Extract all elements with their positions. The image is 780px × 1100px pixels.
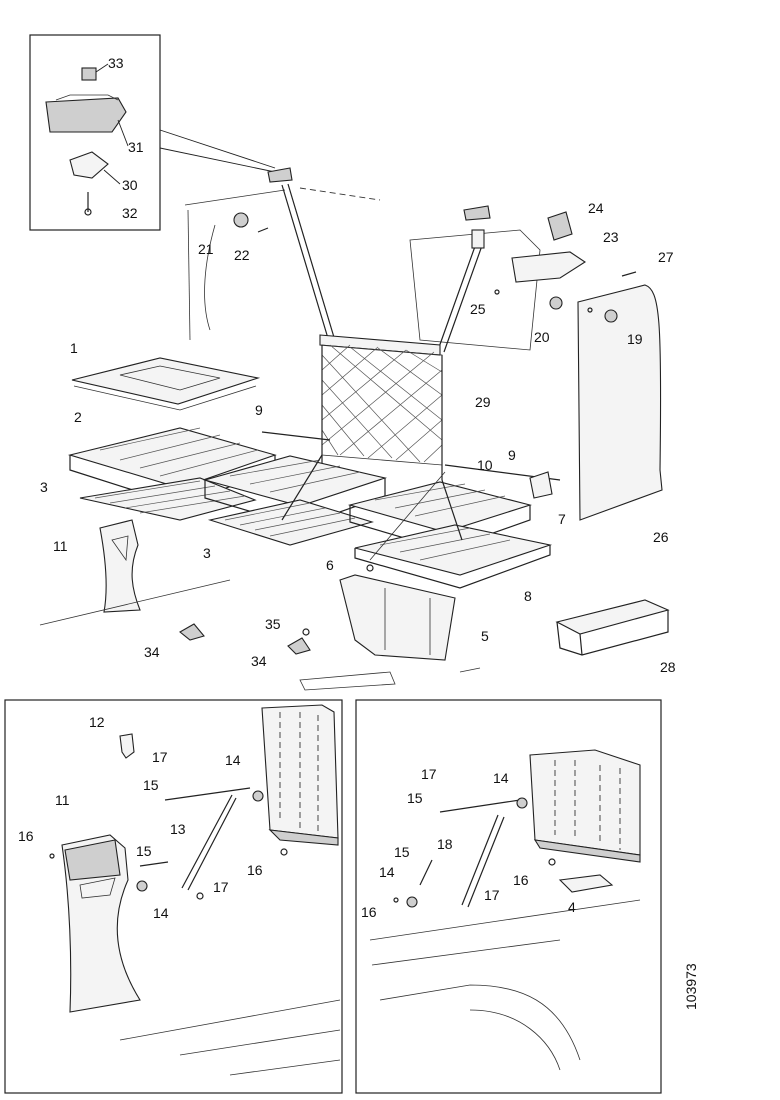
callout-right-detail-17a: 17	[421, 766, 437, 782]
side-panel-part-26	[577, 284, 663, 521]
callout-main-2: 2	[74, 409, 82, 425]
callout-main-9b: 9	[508, 447, 516, 463]
callout-left-detail-17a: 17	[152, 749, 168, 765]
callout-main-1: 1	[70, 340, 78, 356]
tray-part-8	[354, 524, 553, 589]
callout-main-31: 31	[128, 139, 144, 155]
inset-mount-detail	[29, 34, 276, 231]
cabinet-part-5	[339, 574, 456, 661]
callout-left-detail-12: 12	[89, 714, 105, 730]
reference-number: 103973	[683, 963, 699, 1010]
callout-right-detail-14b: 14	[379, 864, 395, 880]
callout-main-5: 5	[481, 628, 489, 644]
hinge-part-34-left	[179, 623, 205, 641]
bracket-part-31	[45, 97, 127, 133]
screw-part-25	[494, 289, 500, 295]
callout-main-26: 26	[653, 529, 669, 545]
bracket-part-23	[511, 251, 587, 283]
callout-left-detail-15a: 15	[143, 777, 159, 793]
pin-part-12	[119, 733, 135, 759]
screw-part-6	[366, 564, 374, 572]
strut-part-18	[461, 814, 499, 906]
callout-main-27: 27	[658, 249, 674, 265]
callout-main-28: 28	[660, 659, 676, 675]
callout-left-detail-14a: 14	[225, 752, 241, 768]
callout-main-9a: 9	[255, 402, 263, 418]
callout-main-20: 20	[534, 329, 550, 345]
callout-main-19: 19	[627, 331, 643, 347]
main-exploded-view	[39, 167, 670, 691]
callout-main-25: 25	[470, 301, 486, 317]
callout-main-33: 33	[108, 55, 124, 71]
callout-main-29: 29	[475, 394, 491, 410]
callout-right-detail-15b: 15	[394, 844, 410, 860]
callout-main-3b: 3	[203, 545, 211, 561]
callout-main-8: 8	[524, 588, 532, 604]
cap-part-33	[81, 67, 97, 81]
callout-main-22: 22	[234, 247, 250, 263]
callout-main-10: 10	[477, 457, 493, 473]
callout-left-detail-16b: 16	[247, 862, 263, 878]
callout-main-7: 7	[558, 511, 566, 527]
callout-left-detail-11: 11	[55, 792, 70, 808]
callout-main-32: 32	[122, 205, 138, 221]
callout-main-23: 23	[603, 229, 619, 245]
callout-main-3a: 3	[40, 479, 48, 495]
grid-floor-part-3-left	[79, 477, 257, 521]
callout-main-6: 6	[326, 557, 334, 573]
detail-left	[4, 699, 343, 1094]
callout-left-detail-14b: 14	[153, 905, 169, 921]
callout-left-detail-15b: 15	[136, 843, 152, 859]
hinge-part-34-right	[287, 637, 311, 655]
bush-part-20	[549, 296, 563, 310]
bush-part-21	[233, 212, 249, 228]
callout-right-detail-15a: 15	[407, 790, 423, 806]
callout-main-24: 24	[588, 200, 604, 216]
grid-floor-part-3-mid	[207, 499, 374, 546]
box-part-28	[555, 599, 670, 656]
plate-part-4	[558, 874, 614, 893]
callout-right-detail-4: 4	[568, 899, 576, 915]
callout-main-34a: 34	[144, 644, 160, 660]
callout-right-detail-17b: 17	[484, 887, 500, 903]
leg-part-11	[99, 519, 141, 613]
callout-right-detail-18: 18	[437, 836, 453, 852]
strut-part-13	[181, 794, 233, 889]
callout-left-detail-13: 13	[170, 821, 186, 837]
clip-part-30	[69, 151, 109, 179]
callout-right-detail-16b: 16	[361, 904, 377, 920]
callout-main-35: 35	[265, 616, 281, 632]
net-part-29	[321, 344, 443, 466]
callout-main-30: 30	[122, 177, 138, 193]
clip-part-24	[547, 211, 573, 241]
tray-middle	[202, 455, 388, 527]
lid-part-1	[71, 357, 261, 405]
callout-left-detail-17b: 17	[213, 879, 229, 895]
screw-part-22	[257, 227, 269, 233]
callout-right-detail-16a: 16	[513, 872, 529, 888]
callout-left-detail-16a: 16	[18, 828, 34, 844]
pin-part-27	[621, 271, 637, 277]
callout-main-34b: 34	[251, 653, 267, 669]
callout-right-detail-14a: 14	[493, 770, 509, 786]
detail-right	[355, 699, 662, 1094]
callout-main-11: 11	[53, 538, 68, 554]
screw-part-35	[302, 628, 310, 636]
callout-main-21: 21	[198, 241, 214, 257]
